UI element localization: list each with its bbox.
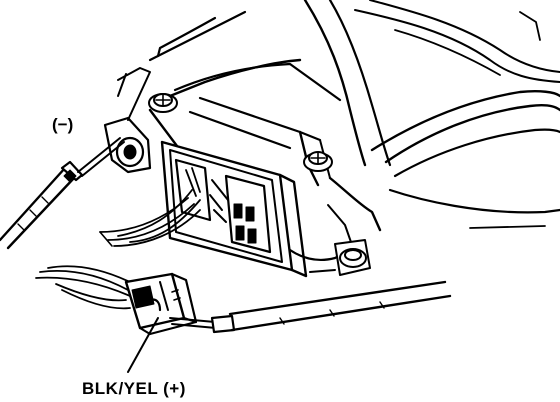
mounting-bolt-right xyxy=(303,151,333,172)
mounting-bolt-lower xyxy=(334,239,371,276)
negative-probe-label: (−) xyxy=(52,115,74,134)
loose-wire-harness xyxy=(35,265,135,310)
wire-harness xyxy=(99,189,201,247)
mounting-bolt-top xyxy=(148,93,178,113)
positive-label-leader xyxy=(127,317,159,373)
positive-probe-label: BLK/YEL (+) xyxy=(82,379,186,398)
test-connector xyxy=(124,272,198,335)
negative-probe xyxy=(0,137,125,250)
unit-connector-socket xyxy=(160,140,308,278)
unit-housing xyxy=(148,0,560,273)
ground-terminal xyxy=(103,67,152,174)
positive-probe xyxy=(169,280,452,334)
